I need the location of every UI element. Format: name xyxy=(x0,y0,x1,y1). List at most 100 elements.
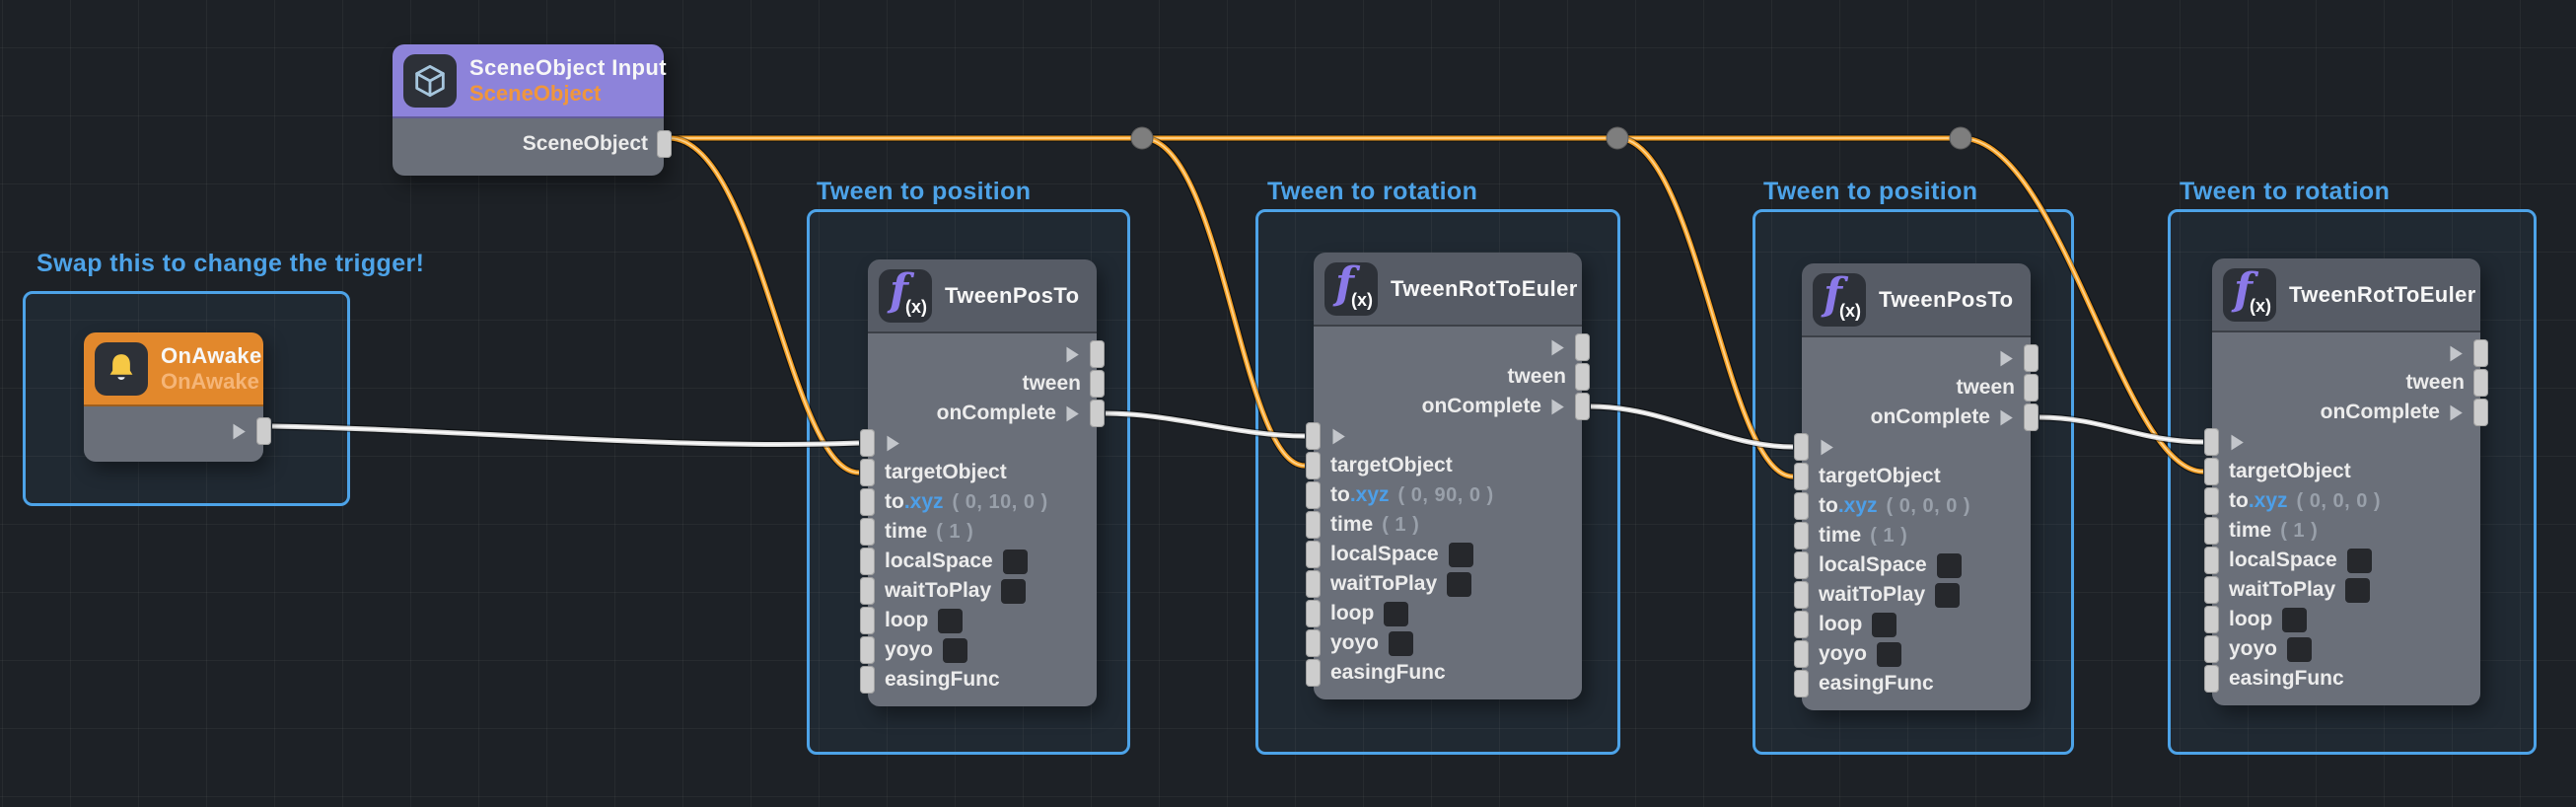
tween-out-port[interactable]: tween xyxy=(1802,373,2039,403)
node-header[interactable]: f (x) TweenRotToEuler xyxy=(2212,258,2480,332)
loop-checkbox[interactable] xyxy=(938,608,964,633)
port-handle[interactable] xyxy=(2473,399,2488,426)
waittoplay-checkbox[interactable] xyxy=(1447,571,1472,597)
exec-out-port[interactable] xyxy=(1802,343,2039,373)
oncomplete-out-port[interactable]: onComplete xyxy=(1314,392,1590,421)
exec-out-port[interactable] xyxy=(2212,338,2488,368)
wire-tween2-oncomplete-to-tween3-exec[interactable] xyxy=(1591,406,1793,447)
port-handle[interactable] xyxy=(1306,511,1321,539)
exec-out-port[interactable] xyxy=(868,339,1105,369)
port-handle[interactable] xyxy=(1306,481,1321,509)
loop-checkbox[interactable] xyxy=(1384,601,1409,626)
port-handle[interactable] xyxy=(2204,517,2219,545)
tween-out-port[interactable]: tween xyxy=(1314,362,1590,392)
port-handle[interactable] xyxy=(2204,635,2219,663)
exec-in-port[interactable] xyxy=(2204,427,2480,457)
port-handle[interactable] xyxy=(1794,433,1809,461)
port-handle[interactable] xyxy=(860,429,875,457)
to-in-port[interactable]: to.xyz ( 0, 0, 0 ) xyxy=(2204,486,2480,516)
tween-out-port[interactable]: tween xyxy=(868,369,1105,399)
wire-tween3-oncomplete-to-tween4-exec[interactable] xyxy=(2039,417,2203,442)
port-handle[interactable] xyxy=(1794,522,1809,550)
reroute-dot[interactable] xyxy=(1949,126,1972,150)
waittoplay-in-port[interactable]: waitToPlay xyxy=(1306,569,1582,599)
targetobject-in-port[interactable]: targetObject xyxy=(1306,451,1582,480)
port-handle[interactable] xyxy=(1306,541,1321,568)
waittoplay-in-port[interactable]: waitToPlay xyxy=(1794,580,2031,610)
oncomplete-out-port[interactable]: onComplete xyxy=(868,399,1105,428)
waittoplay-checkbox[interactable] xyxy=(1001,578,1027,604)
wire-onawake-to-tween1-exec[interactable] xyxy=(272,426,859,444)
yoyo-checkbox[interactable] xyxy=(1877,641,1902,667)
yoyo-checkbox[interactable] xyxy=(1389,630,1414,656)
port-handle[interactable] xyxy=(2204,458,2219,485)
targetobject-in-port[interactable]: targetObject xyxy=(860,458,1097,487)
sceneobject-output-port[interactable]: SceneObject xyxy=(393,124,672,164)
loop-checkbox[interactable] xyxy=(2282,607,2308,632)
port-handle[interactable] xyxy=(256,417,271,445)
exec-out-port[interactable] xyxy=(1314,332,1590,362)
port-handle[interactable] xyxy=(1575,393,1590,420)
port-handle[interactable] xyxy=(657,130,672,158)
port-handle[interactable] xyxy=(1794,670,1809,697)
port-handle[interactable] xyxy=(1575,363,1590,391)
targetobject-in-port[interactable]: targetObject xyxy=(1794,462,2031,491)
port-handle[interactable] xyxy=(1306,452,1321,479)
loop-checkbox[interactable] xyxy=(1872,612,1897,637)
to-in-port[interactable]: to.xyz ( 0, 10, 0 ) xyxy=(860,487,1097,517)
port-handle[interactable] xyxy=(860,518,875,546)
tween-node[interactable]: f (x) TweenRotToEuler tween onC xyxy=(2204,258,2488,705)
port-handle[interactable] xyxy=(2204,547,2219,574)
loop-in-port[interactable]: loop xyxy=(860,606,1097,635)
port-handle[interactable] xyxy=(1306,600,1321,627)
port-handle[interactable] xyxy=(1306,659,1321,687)
easingfunc-in-port[interactable]: easingFunc xyxy=(1306,658,1582,688)
waittoplay-in-port[interactable]: waitToPlay xyxy=(860,576,1097,606)
easingfunc-in-port[interactable]: easingFunc xyxy=(2204,664,2480,694)
node-header[interactable]: OnAwake OnAwake xyxy=(84,332,263,406)
yoyo-in-port[interactable]: yoyo xyxy=(1306,628,1582,658)
port-handle[interactable] xyxy=(1794,640,1809,668)
port-handle[interactable] xyxy=(2204,487,2219,515)
oncomplete-out-port[interactable]: onComplete xyxy=(1802,403,2039,432)
port-handle[interactable] xyxy=(1575,333,1590,361)
onawake-exec-out-port[interactable] xyxy=(84,412,271,450)
yoyo-checkbox[interactable] xyxy=(2287,636,2313,662)
node-header[interactable]: SceneObject Input SceneObject xyxy=(393,44,667,118)
port-handle[interactable] xyxy=(860,636,875,664)
localspace-checkbox[interactable] xyxy=(1448,542,1473,567)
onawake-node[interactable]: OnAwake OnAwake xyxy=(84,332,271,462)
time-in-port[interactable]: time ( 1 ) xyxy=(860,517,1097,547)
port-handle[interactable] xyxy=(1090,340,1105,368)
tween-node[interactable]: f (x) TweenPosTo tween onComple xyxy=(860,259,1105,706)
port-handle[interactable] xyxy=(2204,606,2219,633)
port-handle[interactable] xyxy=(2024,374,2039,402)
tween-node[interactable]: f (x) TweenRotToEuler tween onC xyxy=(1306,253,1590,699)
localspace-checkbox[interactable] xyxy=(2346,548,2372,573)
reroute-dot[interactable] xyxy=(1130,126,1154,150)
localspace-in-port[interactable]: localSpace xyxy=(860,547,1097,576)
port-handle[interactable] xyxy=(860,548,875,575)
port-handle[interactable] xyxy=(1794,611,1809,638)
localspace-in-port[interactable]: localSpace xyxy=(1794,550,2031,580)
wire-sceneobject-to-tween1-targetobject[interactable] xyxy=(669,138,859,473)
targetobject-in-port[interactable]: targetObject xyxy=(2204,457,2480,486)
port-handle[interactable] xyxy=(1794,551,1809,579)
oncomplete-out-port[interactable]: onComplete xyxy=(2212,398,2488,427)
port-handle[interactable] xyxy=(860,607,875,634)
exec-in-port[interactable] xyxy=(1306,421,1582,451)
localspace-checkbox[interactable] xyxy=(1002,549,1028,574)
port-handle[interactable] xyxy=(2024,344,2039,372)
yoyo-in-port[interactable]: yoyo xyxy=(2204,634,2480,664)
port-handle[interactable] xyxy=(860,459,875,486)
exec-in-port[interactable] xyxy=(860,428,1097,458)
to-in-port[interactable]: to.xyz ( 0, 0, 0 ) xyxy=(1794,491,2031,521)
loop-in-port[interactable]: loop xyxy=(1794,610,2031,639)
port-handle[interactable] xyxy=(1794,492,1809,520)
node-header[interactable]: f (x) TweenPosTo xyxy=(1802,263,2031,337)
yoyo-in-port[interactable]: yoyo xyxy=(860,635,1097,665)
port-handle[interactable] xyxy=(1794,581,1809,609)
port-handle[interactable] xyxy=(1306,422,1321,450)
port-handle[interactable] xyxy=(1306,570,1321,598)
